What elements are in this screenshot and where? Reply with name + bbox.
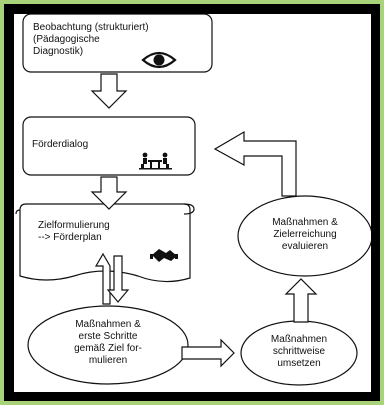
measures-text: Maßnahmen & erste Schritte gemäß Ziel fo…	[38, 319, 178, 367]
flow-diagram	[15, 14, 371, 386]
handshake-icon	[150, 249, 178, 262]
evaluate-text: Maßnahmen & Zielerreichung evaluieren	[248, 217, 362, 253]
implement-line: schrittweise	[272, 346, 326, 357]
observation-line: Diagnostik)	[33, 46, 84, 57]
arrow-measures-to-implement	[181, 338, 235, 368]
implement-line: Maßnahmen	[270, 334, 328, 345]
measures-line: mulieren	[88, 355, 128, 366]
evaluate-line: Zielerreichung	[273, 229, 337, 240]
goal-text: Zielformulierung --> Förderplan	[38, 220, 110, 244]
node-evaluate	[237, 195, 371, 277]
arrow-implement-to-evaluate	[284, 278, 318, 323]
eye-icon	[141, 51, 177, 69]
node-measures	[27, 305, 189, 385]
diagram-canvas: Beobachtung (strukturiert) (Pädagogische…	[14, 14, 371, 392]
arrow-measures-to-goal	[94, 252, 111, 305]
evaluate-line: Maßnahmen &	[272, 217, 338, 228]
observation-text: Beobachtung (strukturiert) (Pädagogische…	[33, 22, 208, 58]
observation-line: (Pädagogische	[33, 34, 100, 45]
measures-line: erste Schritte	[78, 331, 138, 342]
goal-line: --> Förderplan	[38, 232, 102, 243]
arrow-observation-to-dialog	[90, 73, 128, 109]
measures-line: gemäß Ziel for-	[74, 343, 142, 354]
black-frame: Beobachtung (strukturiert) (Pädagogische…	[4, 4, 380, 401]
arrow-evaluate-to-dialog	[213, 130, 297, 197]
observation-line: Beobachtung (strukturiert)	[33, 22, 149, 33]
arrow-goal-to-measures	[106, 255, 130, 303]
goal-line: Zielformulierung	[38, 220, 110, 231]
node-goal	[15, 203, 195, 283]
implement-line: umsetzen	[277, 358, 321, 369]
measures-line: Maßnahmen &	[75, 319, 141, 330]
implement-text: Maßnahmen schrittweise umsetzen	[249, 334, 349, 370]
dialog-line: Förderdialog	[32, 139, 89, 150]
dialog-text: Förderdialog	[32, 139, 88, 151]
meeting-icon	[139, 152, 172, 170]
evaluate-line: evaluieren	[281, 241, 329, 252]
arrow-dialog-to-goal	[90, 176, 128, 210]
